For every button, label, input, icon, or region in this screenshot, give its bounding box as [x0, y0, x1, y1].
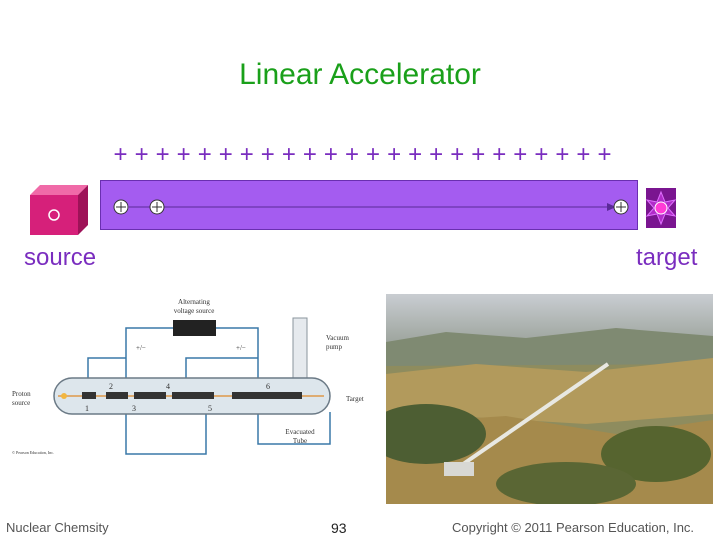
vacuum-pump-pipe — [292, 317, 308, 381]
plus-sign: + — [177, 142, 191, 166]
proton-icon — [149, 199, 165, 215]
plus-sign: + — [555, 142, 569, 166]
plus-sign: + — [534, 142, 548, 166]
plus-sign: + — [387, 142, 401, 166]
polarity-right-label: +/− — [236, 344, 246, 352]
plus-sign: + — [135, 142, 149, 166]
vacuum-pump-label-1: Vacuum — [326, 334, 349, 342]
voltage-source-icon — [173, 320, 216, 336]
plus-sign: + — [198, 142, 212, 166]
plus-sign: + — [513, 142, 527, 166]
plus-sign: + — [282, 142, 296, 166]
evacuated-tube-label-1: Evacuated — [285, 428, 315, 436]
plus-sign: + — [345, 142, 359, 166]
proton-icon — [613, 199, 629, 215]
plus-sign: + — [450, 142, 464, 166]
slide-title: Linear Accelerator — [239, 58, 481, 91]
plus-sign: + — [471, 142, 485, 166]
drift-tube-segments — [82, 392, 302, 399]
source-cube-icon — [30, 185, 88, 235]
segment-label: 4 — [166, 382, 170, 391]
plus-sign: + — [324, 142, 338, 166]
vacuum-pump-label-2: pump — [326, 343, 342, 351]
facility-buildings — [444, 462, 474, 476]
source-label: source — [24, 244, 97, 271]
segment-label: 1 — [85, 404, 89, 413]
proton-icon — [113, 199, 129, 215]
page-number: 93 — [331, 520, 347, 536]
proton-source-label-2: source — [12, 399, 30, 407]
plus-sign: + — [597, 142, 611, 166]
plus-sign: + — [576, 142, 590, 166]
accelerator-line — [454, 362, 610, 471]
segment-label: 5 — [208, 404, 212, 413]
evacuated-tube-label-2: Tube — [293, 437, 307, 445]
polarity-left-label: +/− — [136, 344, 146, 352]
proton-track — [113, 199, 629, 215]
linac-schematic: Alternating voltage source +/− +/− Vacuu… — [12, 298, 364, 456]
target-label: target — [636, 244, 698, 271]
footer-copyright: Copyright © 2011 Pearson Education, Inc. — [452, 520, 695, 535]
ac-source-label-1: Alternating — [178, 298, 210, 306]
accelerator-tube — [100, 180, 638, 230]
target-burst-icon — [645, 188, 677, 228]
footer-course: Nuclear Chemsity — [6, 520, 109, 535]
slac-aerial-photo — [386, 294, 713, 504]
schematic-credit: © Pearson Education, Inc. — [12, 450, 54, 456]
plus-sign: + — [366, 142, 380, 166]
plus-sign: + — [219, 142, 233, 166]
plus-sign: + — [492, 142, 506, 166]
ac-source-label-2: voltage source — [174, 307, 215, 315]
plus-sign: + — [429, 142, 443, 166]
segment-label: 6 — [266, 382, 270, 391]
segment-label: 3 — [132, 404, 136, 413]
proton-source-label-1: Proton — [12, 390, 31, 398]
segment-label: 2 — [109, 382, 113, 391]
target-schematic-label: Target — [346, 395, 364, 403]
proton-source-dot — [61, 393, 67, 399]
positive-charge-row: + + + + + + + + + + + + + + + + + + + + + + + + — [113, 142, 611, 166]
plus-sign: + — [303, 142, 317, 166]
plus-sign: + — [156, 142, 170, 166]
plus-sign: + — [408, 142, 422, 166]
plus-sign: + — [113, 142, 127, 166]
plus-sign: + — [261, 142, 275, 166]
plus-sign: + — [240, 142, 254, 166]
